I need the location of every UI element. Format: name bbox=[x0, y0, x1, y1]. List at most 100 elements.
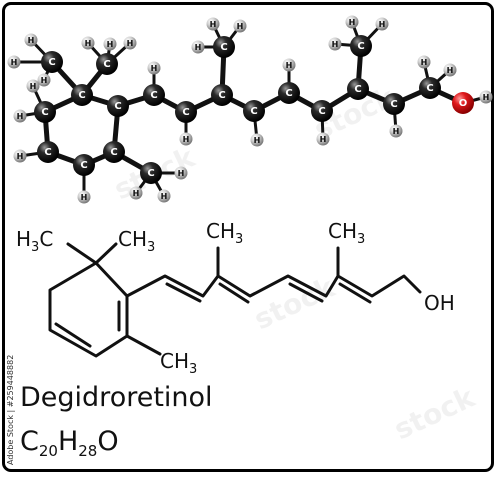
atom-symbol: H bbox=[17, 152, 24, 161]
atom-symbol: H bbox=[85, 39, 92, 48]
atom-sphere bbox=[174, 166, 188, 180]
atom-sphere bbox=[375, 17, 389, 31]
atom-symbol: H bbox=[320, 135, 327, 144]
chain-double-bond bbox=[165, 282, 202, 303]
atom-symbol: H bbox=[41, 76, 48, 85]
carbon-atom: C bbox=[311, 100, 333, 122]
atom-symbol: H bbox=[28, 36, 35, 45]
atom-symbol: O bbox=[459, 98, 468, 109]
hydrogen-atom: H bbox=[479, 90, 493, 104]
atom-sphere bbox=[316, 132, 330, 146]
carbon-atom: C bbox=[34, 101, 56, 123]
atom-sphere bbox=[250, 133, 264, 147]
atom-sphere bbox=[443, 63, 457, 77]
hydrogen-atom: H bbox=[389, 124, 403, 138]
atom-sphere bbox=[206, 17, 220, 31]
ring-double-bond bbox=[54, 322, 92, 348]
atom-symbol: H bbox=[349, 18, 356, 27]
atom-symbol: C bbox=[103, 59, 110, 70]
atom-symbol: C bbox=[220, 42, 227, 53]
atom-sphere bbox=[278, 82, 300, 104]
atom-symbol: C bbox=[150, 90, 157, 101]
hydrogen-atom: H bbox=[375, 17, 389, 31]
atom-symbol: C bbox=[41, 107, 48, 118]
label-h3c-main: H3C bbox=[16, 227, 53, 255]
atom-sphere bbox=[107, 95, 129, 117]
hydrogen-atom: H bbox=[13, 109, 27, 123]
hydrogen-atom: H bbox=[26, 79, 40, 93]
hydrogen-atom: H bbox=[7, 55, 21, 69]
label-ch3-2: CH3 bbox=[328, 219, 365, 247]
atom-sphere bbox=[389, 124, 403, 138]
atom-sphere bbox=[34, 101, 56, 123]
chain-double-bond bbox=[338, 282, 372, 304]
carbon-atom: C bbox=[103, 141, 125, 163]
formula-c: C bbox=[20, 426, 39, 457]
carbon-atom: C bbox=[350, 35, 372, 57]
hydrogen-atom: H bbox=[129, 186, 143, 200]
atom-sphere bbox=[7, 55, 21, 69]
atom-sphere bbox=[243, 100, 265, 122]
hydrogen-atom: H bbox=[206, 17, 220, 31]
chain-double-bond bbox=[218, 282, 250, 304]
compound-name: Degidroretinol bbox=[20, 382, 213, 413]
carbon-atom: C bbox=[278, 82, 300, 104]
hydrogen-atom: H bbox=[13, 149, 27, 163]
atom-sphere bbox=[140, 162, 162, 184]
atom-sphere bbox=[191, 40, 205, 54]
atom-sphere bbox=[347, 78, 369, 100]
carbon-atom: C bbox=[419, 77, 441, 99]
ring-methyl-bond bbox=[125, 334, 162, 356]
label-ch3-ring: CH3 bbox=[160, 349, 197, 377]
atom-sphere bbox=[211, 84, 233, 106]
atom-symbol: H bbox=[11, 58, 18, 67]
atom-symbol: H bbox=[183, 135, 190, 144]
label-oh: OH bbox=[424, 291, 455, 315]
atom-sphere bbox=[157, 189, 171, 203]
atom-sphere bbox=[13, 149, 27, 163]
atom-sphere bbox=[77, 190, 91, 204]
atom-sphere bbox=[417, 55, 431, 69]
hydrogen-atom: H bbox=[123, 36, 137, 50]
atom-symbol: C bbox=[354, 84, 361, 95]
atom-symbol: C bbox=[44, 147, 51, 158]
atom-symbol: H bbox=[393, 127, 400, 136]
atom-symbol: H bbox=[127, 39, 134, 48]
polyene-chain bbox=[125, 274, 422, 298]
atom-sphere bbox=[71, 84, 93, 106]
carbon-atom: C bbox=[41, 51, 63, 73]
label-ch3-1: CH3 bbox=[206, 219, 243, 247]
atom-symbol: H bbox=[133, 189, 140, 198]
atom-sphere bbox=[103, 37, 117, 51]
carbon-atom: C bbox=[213, 36, 235, 58]
atom-symbol: C bbox=[357, 41, 364, 52]
atom-symbol: H bbox=[421, 58, 428, 67]
atom-symbol: H bbox=[107, 40, 114, 49]
atom-symbol: H bbox=[151, 64, 158, 73]
carbon-atom: C bbox=[140, 162, 162, 184]
molecular-formula: C20H28O bbox=[20, 426, 119, 460]
carbon-atom: C bbox=[143, 84, 165, 106]
hydrogen-atom: H bbox=[174, 166, 188, 180]
label-ch3-gem: CH3 bbox=[118, 227, 155, 255]
atom-sphere bbox=[419, 77, 441, 99]
atom-sphere bbox=[233, 19, 247, 33]
atom-sphere bbox=[24, 33, 38, 47]
hydrogen-atom: H bbox=[103, 37, 117, 51]
formula-o: O bbox=[97, 426, 119, 457]
atom-sphere bbox=[103, 141, 125, 163]
atom-symbol: C bbox=[147, 168, 154, 179]
atom-symbol: H bbox=[447, 66, 454, 75]
atom-sphere bbox=[479, 90, 493, 104]
atom-symbol: H bbox=[254, 136, 261, 145]
atom-sphere bbox=[26, 79, 40, 93]
atom-symbol: H bbox=[17, 112, 24, 121]
atom-symbol: H bbox=[161, 192, 168, 201]
atom-symbol: H bbox=[178, 169, 185, 178]
atom-symbol: C bbox=[80, 160, 87, 171]
hydrogen-atom: H bbox=[233, 19, 247, 33]
atom-sphere bbox=[41, 51, 63, 73]
